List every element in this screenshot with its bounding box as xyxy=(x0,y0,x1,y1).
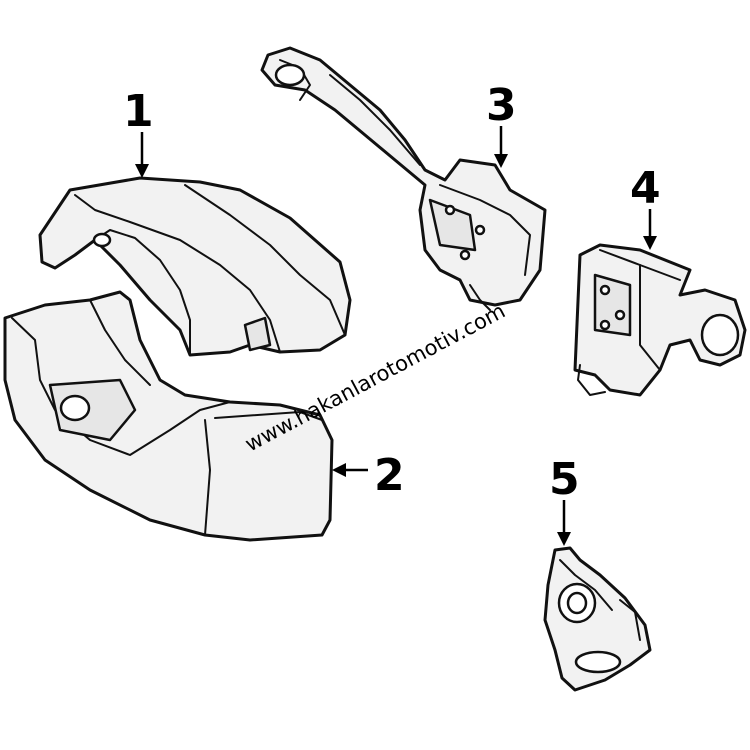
part-upper-column-cover xyxy=(38,176,352,357)
callout-4-arrowhead xyxy=(643,236,657,250)
callout-4: 4 xyxy=(630,163,661,250)
part-lamp-switch xyxy=(573,243,747,397)
part-lower-column-cover xyxy=(3,290,334,542)
callout-5-arrowhead xyxy=(557,532,571,546)
part-clock-spring-sensor xyxy=(543,546,652,692)
callout-3: 3 xyxy=(486,80,517,168)
callout-5: 5 xyxy=(549,454,580,546)
callout-2-label: 2 xyxy=(374,450,405,501)
part-combination-switch-stalk xyxy=(260,46,547,311)
callout-2-arrowhead xyxy=(332,463,346,477)
callout-4-label: 4 xyxy=(630,163,661,214)
callout-3-label: 3 xyxy=(486,80,517,131)
callout-1: 1 xyxy=(123,86,154,178)
callout-3-arrowhead xyxy=(494,154,508,168)
callout-1-arrowhead xyxy=(135,164,149,178)
callout-5-label: 5 xyxy=(549,454,580,505)
callout-1-label: 1 xyxy=(123,86,154,137)
callout-2: 2 xyxy=(332,450,405,501)
